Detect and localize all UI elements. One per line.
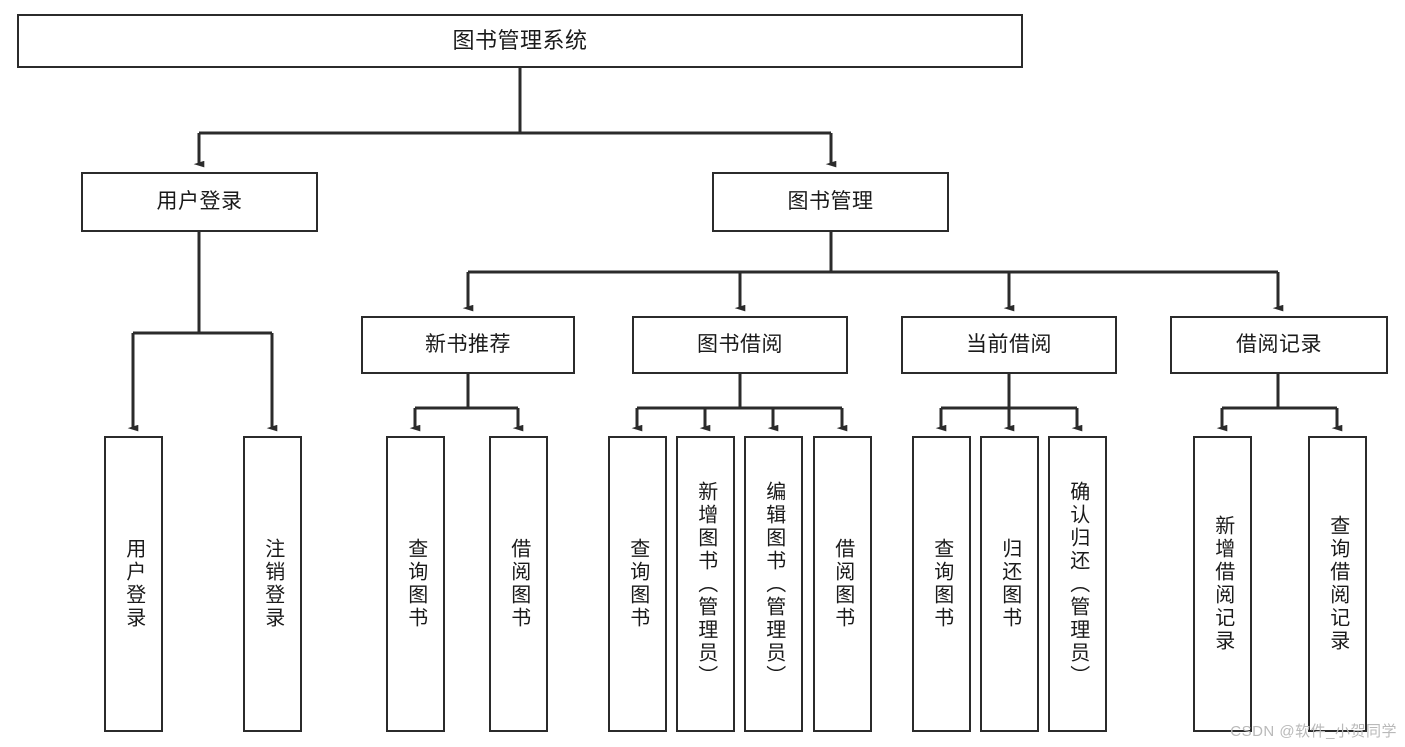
node-leaf-add-book-admin[interactable]: 新增图书（管理员） [676,436,735,732]
node-leaf-edit-book-admin[interactable]: 编辑图书（管理员） [744,436,803,732]
node-label: 图书管理系统 [452,28,588,54]
node-leaf-user-login[interactable]: 用户登录 [104,436,163,732]
node-leaf-confirm-return-admin[interactable]: 确认归还（管理员） [1048,436,1107,732]
node-new-book-recommendation[interactable]: 新书推荐 [361,316,575,374]
node-label: 借阅图书 [831,538,854,630]
node-leaf-query-book-newbook[interactable]: 查询图书 [386,436,445,732]
node-label: 图书管理 [787,189,874,213]
node-leaf-return-book[interactable]: 归还图书 [980,436,1039,732]
node-borrow-record[interactable]: 借阅记录 [1170,316,1388,374]
node-book-borrow[interactable]: 图书借阅 [632,316,848,374]
node-label: 借阅记录 [1236,332,1322,356]
node-label: 当前借阅 [966,332,1052,356]
node-leaf-logout[interactable]: 注销登录 [243,436,302,732]
node-label: 用户登录 [156,189,243,213]
node-label: 新增图书（管理员） [694,480,717,688]
node-label: 新增借阅记录 [1211,515,1234,653]
node-label: 确认归还（管理员） [1066,480,1089,688]
watermark-text: CSDN @软件_小贺同学 [1230,723,1397,740]
node-label: 图书借阅 [697,332,783,356]
node-leaf-borrow-book-newbook[interactable]: 借阅图书 [489,436,548,732]
node-book-management[interactable]: 图书管理 [712,172,949,232]
node-label: 查询图书 [930,538,953,630]
node-label: 用户登录 [122,538,145,630]
node-leaf-query-book-borrow[interactable]: 查询图书 [608,436,667,732]
node-label: 注销登录 [261,538,284,630]
node-label: 新书推荐 [425,332,511,356]
node-leaf-add-borrow-record[interactable]: 新增借阅记录 [1193,436,1252,732]
node-leaf-query-book-current[interactable]: 查询图书 [912,436,971,732]
node-label: 借阅图书 [507,538,530,630]
node-label: 查询图书 [626,538,649,630]
node-label: 查询借阅记录 [1326,515,1349,653]
node-leaf-borrow-book[interactable]: 借阅图书 [813,436,872,732]
node-label: 编辑图书（管理员） [762,480,785,688]
node-root-book-management-system[interactable]: 图书管理系统 [17,14,1023,68]
node-current-borrow[interactable]: 当前借阅 [901,316,1117,374]
node-user-login[interactable]: 用户登录 [81,172,318,232]
node-leaf-query-borrow-record[interactable]: 查询借阅记录 [1308,436,1367,732]
node-label: 查询图书 [404,538,427,630]
node-label: 归还图书 [998,538,1021,630]
